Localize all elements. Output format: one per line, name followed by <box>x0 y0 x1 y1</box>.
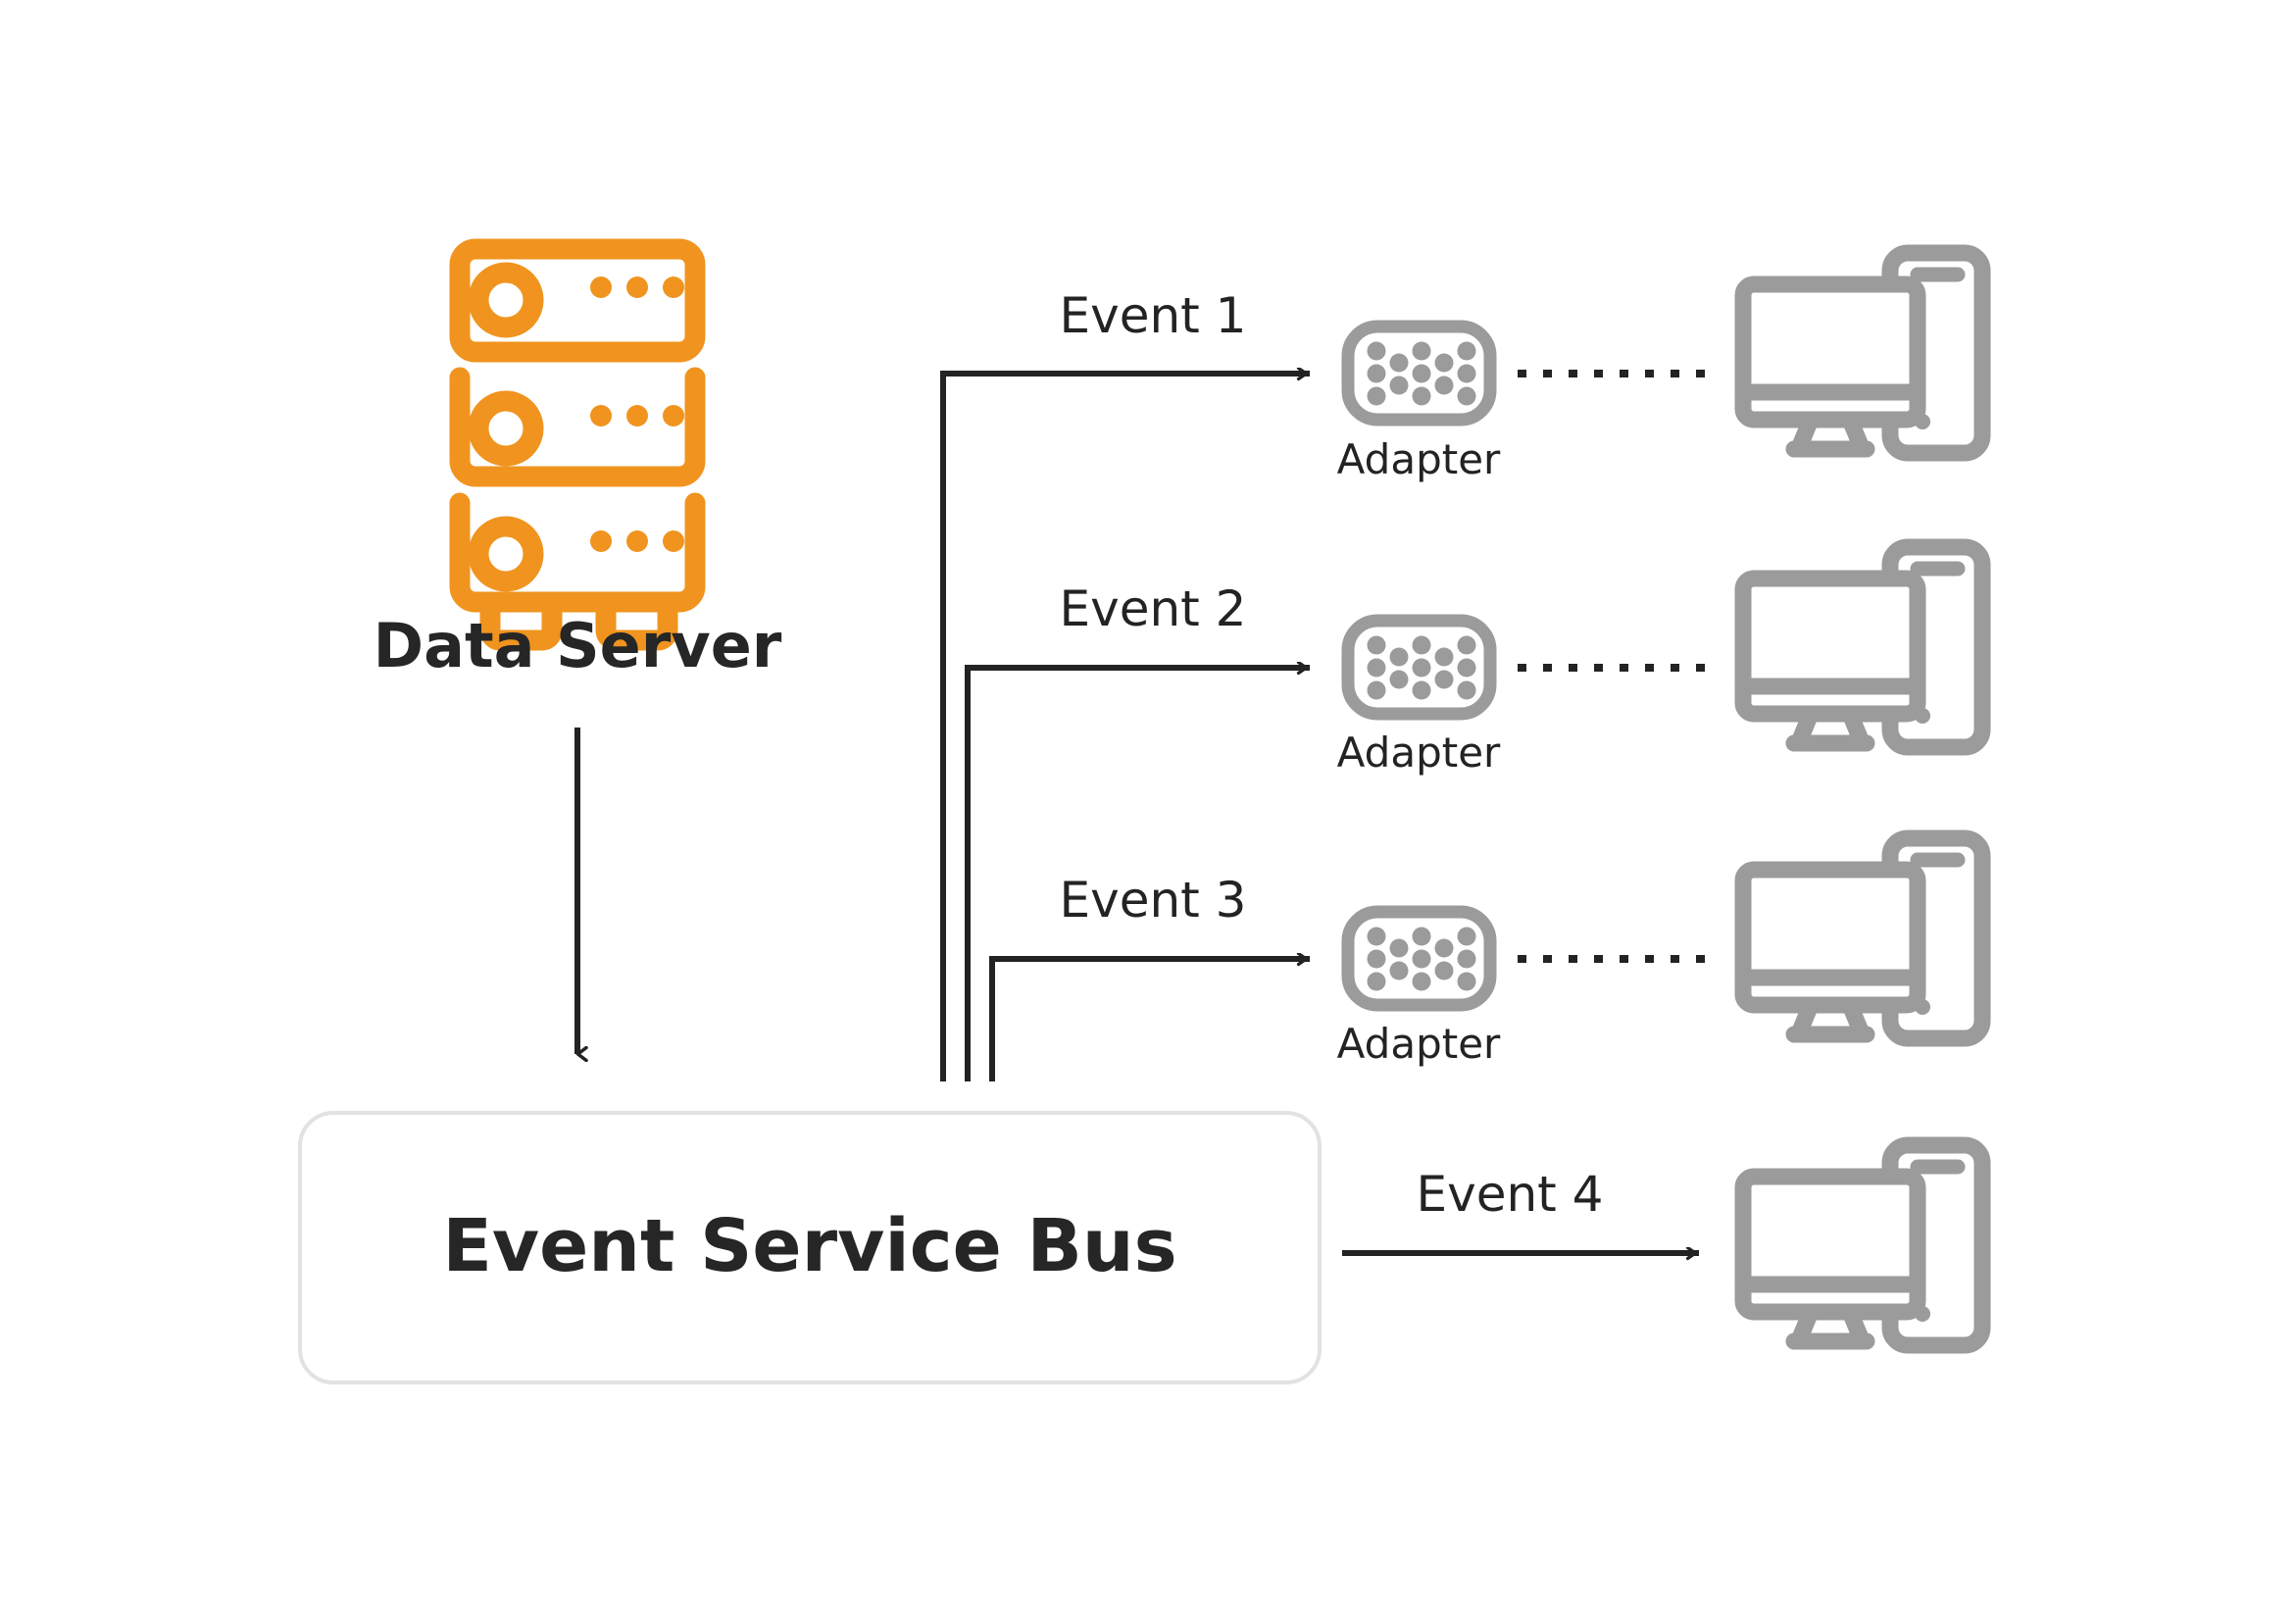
desktop-computer-icon[interactable] <box>1734 244 1991 462</box>
desktop-computer-icon[interactable] <box>1734 538 1991 756</box>
server-indicator-dots <box>590 276 684 552</box>
desktop-computer-icon[interactable] <box>1734 829 1991 1047</box>
bus-line-event-3 <box>989 959 1310 1081</box>
event-3-label: Event 3 <box>1060 872 1247 929</box>
bus-line-event-2 <box>965 668 1310 1081</box>
event-2-label: Event 2 <box>1060 580 1247 637</box>
event-service-bus-label: Event Service Bus <box>442 1204 1176 1288</box>
adapter-3-label: Adapter <box>1337 1020 1501 1068</box>
adapter-connector-icon[interactable] <box>1341 320 1497 427</box>
bus-line-event-1 <box>940 374 1310 1081</box>
event-1-label: Event 1 <box>1060 287 1247 344</box>
adapter-connector-icon[interactable] <box>1341 614 1497 721</box>
data-server-label: Data Server <box>374 610 782 681</box>
event-service-bus-box[interactable] <box>298 1111 1322 1384</box>
desktop-computer-icon[interactable] <box>1734 1136 1991 1354</box>
adapter-1-label: Adapter <box>1337 435 1501 483</box>
server-rack-icon <box>449 238 706 651</box>
adapter-2-label: Adapter <box>1337 729 1501 777</box>
adapter-connector-icon[interactable] <box>1341 905 1497 1012</box>
event-4-label: Event 4 <box>1417 1166 1604 1223</box>
